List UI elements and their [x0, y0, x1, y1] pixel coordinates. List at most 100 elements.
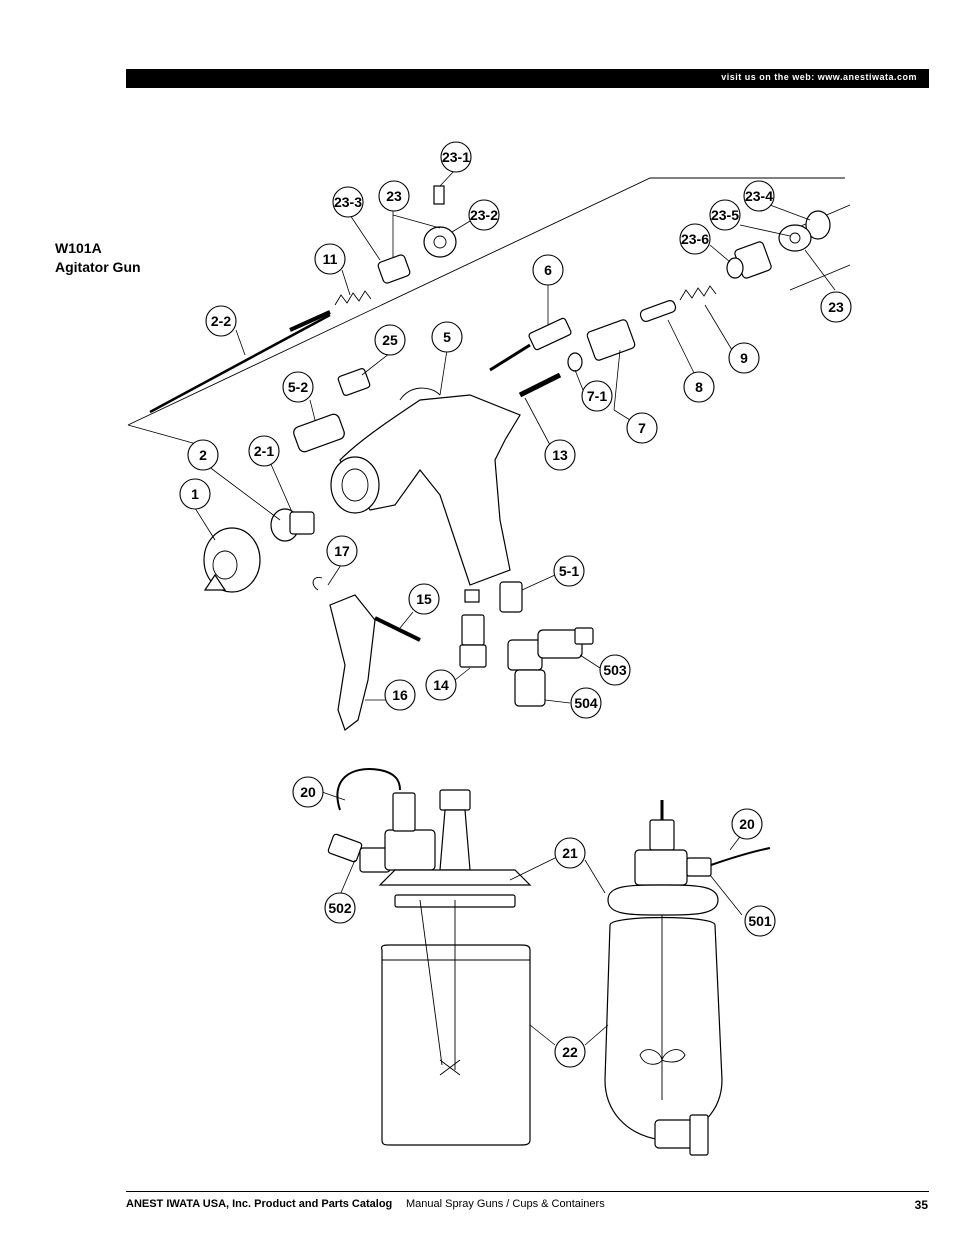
svg-text:11: 11 [323, 251, 338, 267]
callout-503: 503 [599, 654, 631, 686]
callout-504: 504 [570, 687, 602, 719]
adjusting-body [726, 241, 772, 279]
callout-20: 20 [292, 776, 324, 808]
fluid-adjust-knob [459, 589, 487, 668]
needle-spring [334, 290, 372, 306]
adjusting-spring [679, 285, 717, 301]
callout-7: 7 [626, 412, 658, 444]
guide-plane-left [127, 177, 845, 426]
svg-text:23-6: 23-6 [681, 231, 709, 247]
svg-text:7-1: 7-1 [587, 388, 607, 404]
callout-23-1: 23-1 [440, 141, 472, 173]
callout-23-6: 23-6 [679, 223, 711, 255]
callout-2-1: 2-1 [248, 435, 280, 467]
callout-16: 16 [384, 679, 416, 711]
callout-23b: 23 [820, 291, 852, 323]
left-container-assembly [327, 768, 532, 1146]
footer-rule [126, 1191, 929, 1192]
valve-stem [518, 372, 562, 398]
svg-text:504: 504 [574, 695, 598, 711]
callout-20b: 20 [731, 808, 763, 840]
svg-text:13: 13 [552, 447, 568, 463]
header-bar: visit us on the web: www.anestiwata.com [126, 69, 929, 88]
right-container-assembly [604, 800, 771, 1156]
callout-5-2: 5-2 [282, 371, 314, 403]
fluid-needle [149, 310, 331, 414]
svg-text:22: 22 [562, 1044, 578, 1060]
svg-text:20: 20 [300, 784, 316, 800]
piston [639, 300, 677, 322]
gun-body [330, 387, 521, 586]
page-number: 35 [914, 1198, 928, 1212]
svg-text:8: 8 [695, 379, 703, 395]
guide-plane-right-b [789, 264, 851, 291]
svg-text:503: 503 [603, 662, 627, 678]
callout-23-3: 23-3 [332, 186, 364, 218]
fluid-elbow-joint [507, 627, 594, 707]
bushing [377, 254, 411, 284]
svg-text:5: 5 [443, 329, 451, 345]
callout-25: 25 [374, 324, 406, 356]
svg-text:1: 1 [191, 486, 199, 502]
callout-7-1: 7-1 [581, 380, 613, 412]
callout-17: 17 [326, 535, 358, 567]
svg-text:25: 25 [382, 332, 398, 348]
svg-text:2: 2 [199, 447, 207, 463]
svg-text:17: 17 [334, 543, 350, 559]
cap-nut [805, 210, 831, 240]
callout-13: 13 [544, 439, 576, 471]
callout-21: 21 [554, 837, 586, 869]
svg-text:23: 23 [828, 299, 844, 315]
callout-2: 2 [187, 439, 219, 471]
model-code: W101A [55, 240, 102, 256]
footer-section: Manual Spray Guns / Cups & Containers [406, 1198, 605, 1210]
o-ring [567, 352, 583, 372]
callout-9: 9 [728, 342, 760, 374]
air-cap [203, 527, 261, 593]
svg-text:14: 14 [433, 677, 449, 693]
fluid-connector [293, 413, 345, 453]
model-name: Agitator Gun [55, 259, 141, 275]
svg-text:5-2: 5-2 [288, 379, 308, 395]
guide-plane-left-lower [127, 424, 201, 446]
svg-text:23-4: 23-4 [745, 188, 773, 204]
website-link[interactable]: visit us on the web: www.anestiwata.com [721, 72, 917, 82]
air-nipple [499, 581, 523, 613]
callout-502: 502 [324, 892, 356, 924]
callout-6: 6 [532, 254, 564, 286]
svg-text:6: 6 [544, 262, 552, 278]
svg-text:16: 16 [392, 687, 408, 703]
svg-text:501: 501 [748, 913, 772, 929]
callout-11: 11 [314, 243, 346, 275]
callout-2-2: 2-2 [205, 305, 237, 337]
svg-text:20: 20 [739, 816, 755, 832]
callout-5-1: 5-1 [553, 555, 585, 587]
callout-1: 1 [179, 478, 211, 510]
callout-23: 23 [378, 180, 410, 212]
container-leader-lines [321, 791, 746, 1046]
model-title: W101A Agitator Gun [55, 239, 141, 277]
callout-14: 14 [425, 669, 457, 701]
svg-text:2-1: 2-1 [254, 443, 274, 459]
callout-23-2: 23-2 [468, 199, 500, 231]
washer-plate [778, 224, 812, 252]
callout-22: 22 [554, 1036, 586, 1068]
set-screw [433, 185, 445, 205]
callout-5: 5 [431, 321, 463, 353]
svg-text:23-3: 23-3 [334, 194, 362, 210]
svg-text:502: 502 [328, 900, 352, 916]
callout-8: 8 [683, 371, 715, 403]
svg-text:21: 21 [562, 845, 578, 861]
svg-text:23-1: 23-1 [442, 149, 470, 165]
valve-body [586, 319, 636, 361]
svg-text:23-5: 23-5 [711, 207, 739, 223]
ring-nut [423, 226, 457, 258]
svg-text:7: 7 [638, 420, 646, 436]
callout-501: 501 [744, 905, 776, 937]
svg-text:23: 23 [386, 188, 402, 204]
svg-text:2-2: 2-2 [211, 313, 231, 329]
fluid-nozzle [270, 508, 315, 542]
trigger [329, 594, 376, 731]
fitting [337, 368, 371, 396]
